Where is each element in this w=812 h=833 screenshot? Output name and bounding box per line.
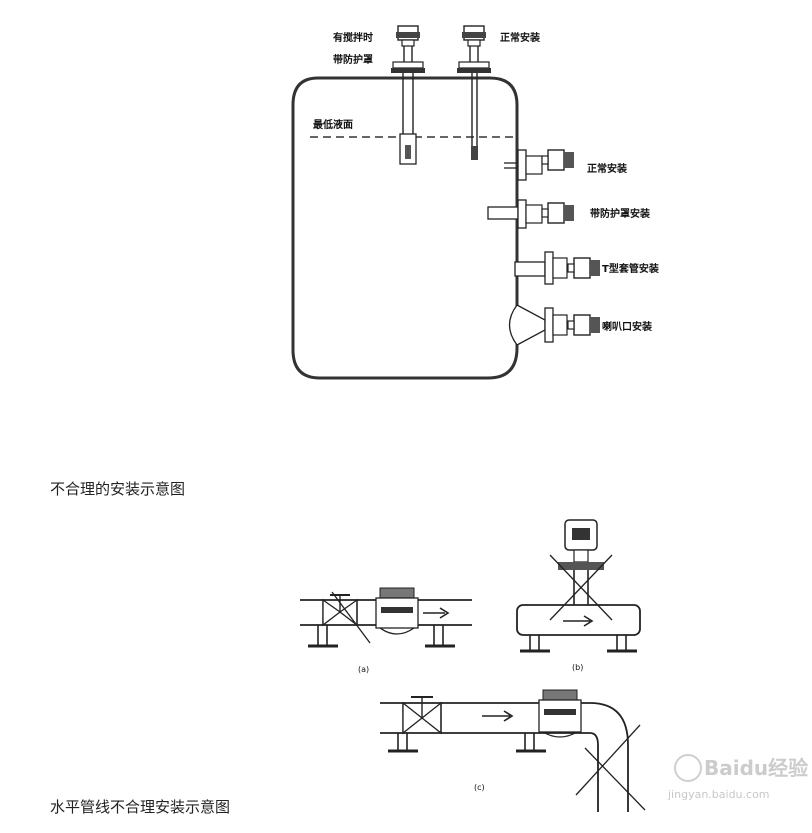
tank-wall — [291, 76, 519, 380]
sensor-side-tee — [514, 251, 601, 285]
sensor-side-normal — [504, 149, 575, 181]
pipe-diagram-a: (a) — [300, 587, 472, 674]
label-side-normal: 正常安装 — [587, 162, 627, 175]
label-side-horn: 喇叭口安装 — [602, 320, 652, 333]
label-a: (a) — [358, 665, 369, 674]
label-agitator: 有搅拌时 — [333, 31, 373, 44]
caption-horizontal-improper: 水平管线不合理安装示意图 — [50, 798, 231, 816]
sensor-side-shield — [487, 199, 575, 229]
tank-diagram: 有搅拌时 带防护罩 正常安装 最低液面 正常安装 带防护罩安装 T型套管安装 喇… — [291, 25, 659, 380]
label-top-normal: 正常安装 — [500, 31, 540, 44]
pipe-diagram-c: (c) — [380, 689, 646, 812]
caption-improper-install: 不合理的安装示意图 — [50, 480, 186, 498]
watermark: Baidu经验 jingyan.baidu.com — [667, 754, 808, 801]
pipe-diagram-b: (b) — [516, 519, 641, 672]
sensor-top-right — [457, 25, 491, 160]
label-b: (b) — [572, 663, 583, 672]
label-side-shield: 带防护罩安装 — [590, 207, 650, 220]
label-shield: 带防护罩 — [333, 53, 373, 66]
sensor-top-left — [391, 25, 425, 165]
label-c: (c) — [474, 783, 485, 792]
watermark-brand: Baidu经验 — [704, 756, 808, 780]
sensor-side-horn — [508, 304, 601, 346]
watermark-url: jingyan.baidu.com — [667, 788, 770, 801]
label-side-tee: T型套管安装 — [602, 262, 659, 275]
label-min-level: 最低液面 — [313, 118, 353, 131]
